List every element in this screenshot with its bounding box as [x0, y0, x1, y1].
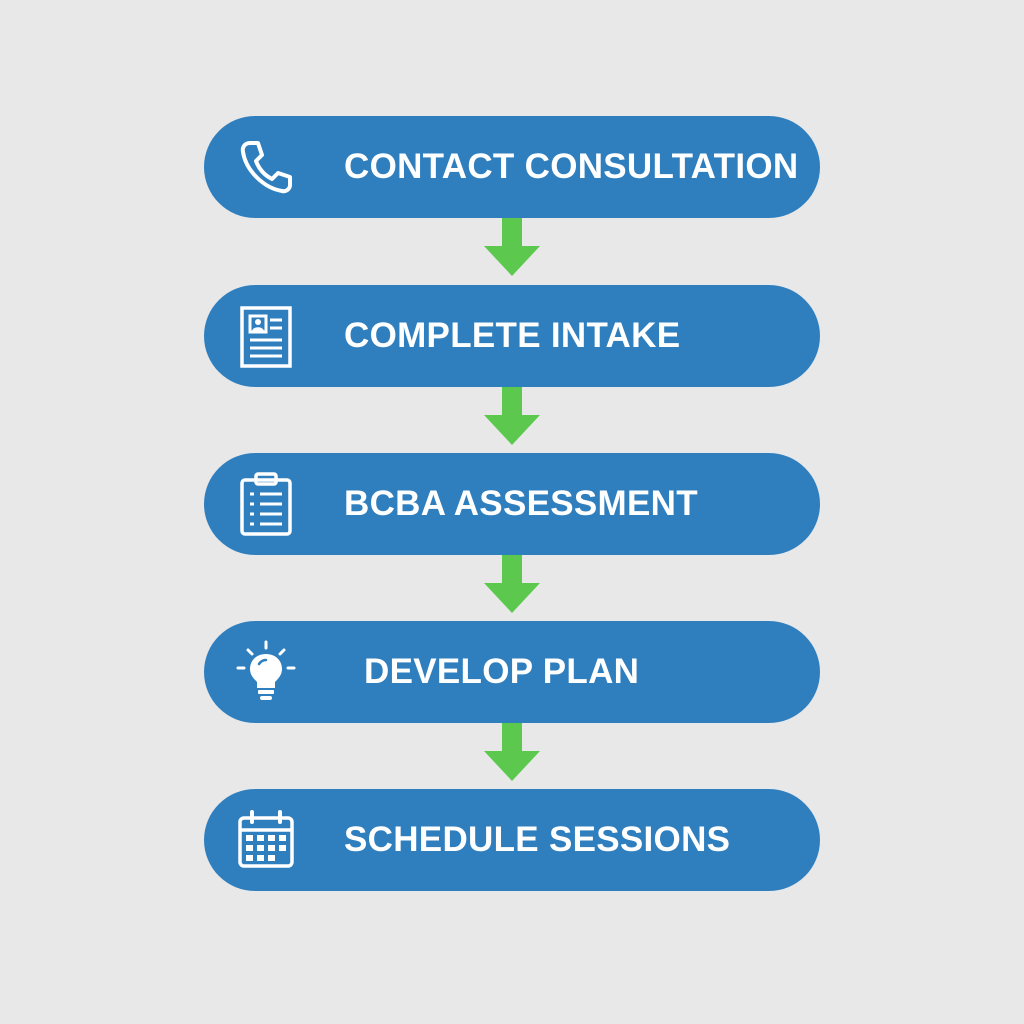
lightbulb-icon [234, 640, 298, 704]
step-develop-plan: DEVELOP PLAN [204, 621, 820, 723]
calendar-icon [234, 808, 298, 872]
step-label: CONTACT CONSULTATION [344, 147, 799, 186]
step-schedule-sessions: SCHEDULE SESSIONS [204, 789, 820, 891]
step-label: COMPLETE INTAKE [344, 316, 681, 355]
step-complete-intake: COMPLETE INTAKE [204, 285, 820, 387]
step-label: SCHEDULE SESSIONS [344, 820, 731, 859]
down-arrow-icon [484, 555, 540, 613]
phone-icon [234, 135, 298, 199]
step-label: BCBA ASSESSMENT [344, 484, 698, 523]
down-arrow-icon [484, 723, 540, 781]
step-contact-consultation: CONTACT CONSULTATION [204, 116, 820, 218]
step-bcba-assessment: BCBA ASSESSMENT [204, 453, 820, 555]
down-arrow-icon [484, 218, 540, 276]
down-arrow-icon [484, 387, 540, 445]
step-label: DEVELOP PLAN [364, 652, 640, 691]
intake-form-icon [234, 304, 298, 368]
clipboard-checklist-icon [234, 472, 298, 536]
